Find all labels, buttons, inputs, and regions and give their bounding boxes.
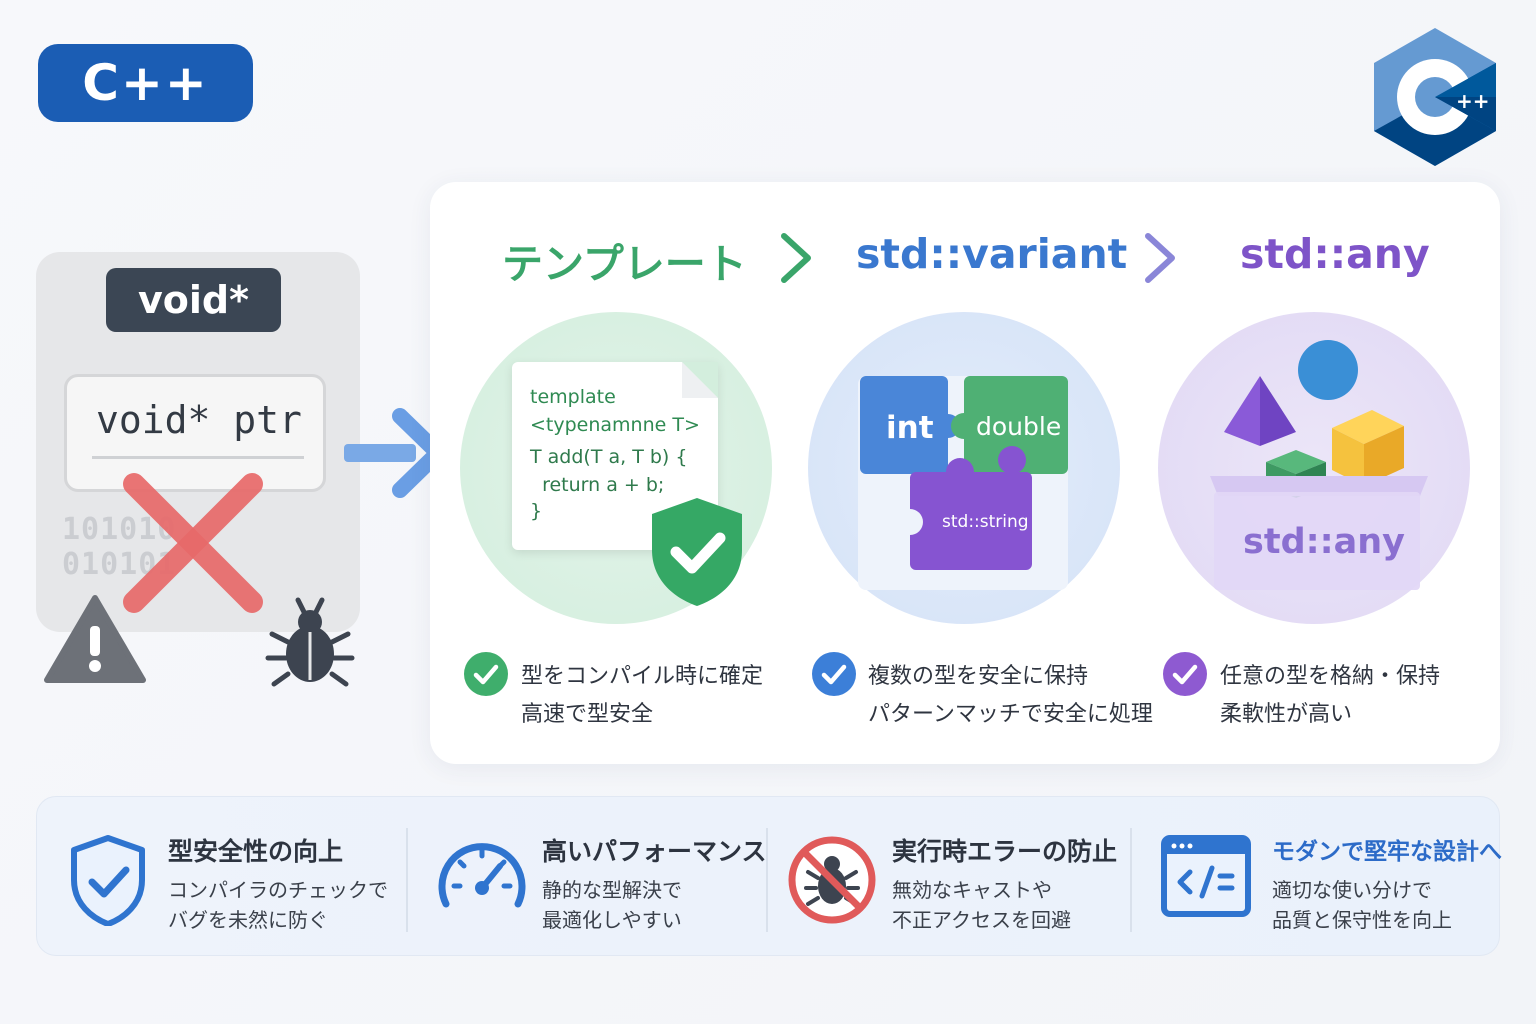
code-line: template — [530, 386, 616, 408]
step-title-variant: std::variant — [856, 230, 1128, 278]
any-container-icon — [1210, 340, 1428, 590]
benefit-text: バグを未然に防ぐ — [168, 908, 328, 932]
void-ptr-box — [64, 374, 326, 492]
template-feature: 高速で型安全 — [521, 702, 654, 727]
benefit-text: 不正アクセスを回避 — [892, 908, 1071, 932]
code-line: T add(T a, T b) { — [530, 446, 688, 468]
void-type-label: void* — [106, 268, 281, 332]
speedometer-icon — [438, 843, 526, 908]
variant-feature: 複数の型を安全に保持 — [868, 664, 1089, 689]
code-line: } — [530, 500, 543, 522]
any-box-label: std::any — [1243, 522, 1405, 562]
check-circle-icon — [812, 652, 856, 696]
benefit-title: 実行時エラーの防止 — [892, 837, 1118, 866]
shield-check-icon — [71, 835, 145, 926]
red-cross-icon — [123, 473, 263, 613]
benefit-text: 適切な使い分けで — [1272, 878, 1432, 902]
step-title-any: std::any — [1240, 230, 1430, 278]
template-feature: 型をコンパイル時に確定 — [521, 664, 764, 689]
divider — [406, 828, 408, 932]
no-bug-icon — [788, 836, 876, 924]
step-title-template: テンプレート — [502, 240, 747, 288]
check-circle-icon — [1163, 652, 1207, 696]
puzzle-label-double: double — [976, 412, 1062, 441]
cpp-badge: C++ — [38, 44, 253, 122]
void-ptr-code: void* ptr — [96, 398, 302, 442]
benefit-text: 無効なキャストや — [892, 878, 1052, 902]
benefit-title: 型安全性の向上 — [168, 837, 344, 866]
code-window-icon — [1161, 835, 1251, 917]
benefit-text: 品質と保守性を向上 — [1272, 908, 1452, 932]
benefit-title: 高いパフォーマンス — [542, 837, 767, 866]
benefit-title: モダンで堅牢な設計へ — [1272, 839, 1502, 865]
divider — [766, 828, 768, 932]
bug-icon — [265, 597, 355, 687]
chevron-right-icon — [781, 233, 811, 283]
code-line: return a + b; — [530, 474, 665, 496]
any-feature: 任意の型を格納・保持 — [1220, 664, 1441, 689]
benefits-banner — [36, 796, 1500, 956]
document-fold-icon — [682, 362, 718, 398]
check-circle-icon — [464, 652, 508, 696]
variant-feature: パターンマッチで安全に処理 — [868, 702, 1153, 727]
chevron-right-icon — [1145, 233, 1175, 283]
shield-check-icon — [652, 498, 742, 606]
svg-text:++: ++ — [1456, 89, 1490, 113]
divider — [1130, 828, 1132, 932]
benefit-text: 静的な型解決で — [542, 878, 682, 902]
puzzle-pieces-icon — [860, 376, 1068, 570]
puzzle-label-int: int — [886, 410, 934, 446]
benefit-text: コンパイラのチェックで — [168, 878, 388, 902]
puzzle-label-string: std::string — [942, 512, 1029, 532]
benefit-text: 最適化しやすい — [542, 908, 682, 932]
any-feature: 柔軟性が高い — [1220, 702, 1353, 727]
code-line: <typenamnne T> — [530, 414, 700, 436]
ptr-underline — [92, 456, 304, 459]
warning-icon — [44, 595, 146, 683]
cpp-logo-icon: ++ — [1374, 28, 1496, 166]
